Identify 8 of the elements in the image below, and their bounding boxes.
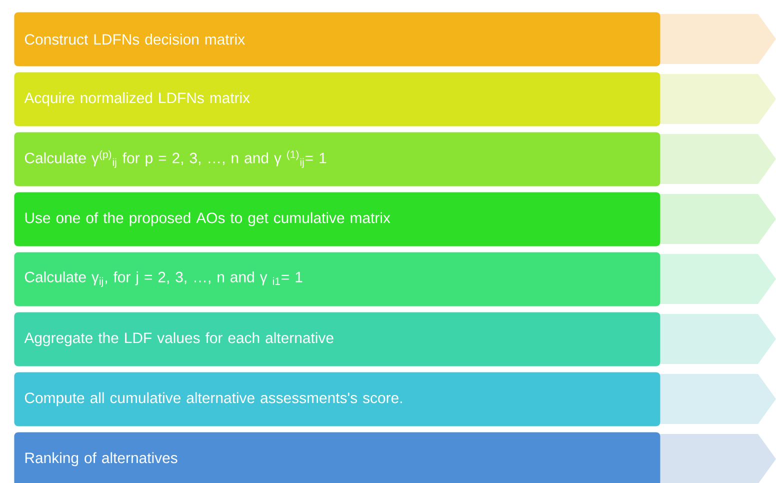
step-box: Ranking of alternatives — [14, 432, 660, 483]
step-box: Use one of the proposed AOs to get cumulative matrix — [14, 192, 660, 246]
step-box: Compute all cumulative alternative assessments's score. — [14, 372, 660, 426]
step-box: Construct LDFNs decision matrix — [14, 12, 660, 66]
step-box: Calculate γ$^{(p)}$$_{ij}$ for p = 2, 3, …, n and γ $^{(1)}$$_{ij}$= 1 — [14, 132, 660, 186]
step-box: Calculate γ$_{ij}$, for j = 2, 3, …, n and γ $_{i1}$= 1 — [14, 252, 660, 306]
step-box: Acquire normalized LDFNs matrix — [14, 72, 660, 126]
step-box: Aggregate the LDF values for each alternative — [14, 312, 660, 366]
